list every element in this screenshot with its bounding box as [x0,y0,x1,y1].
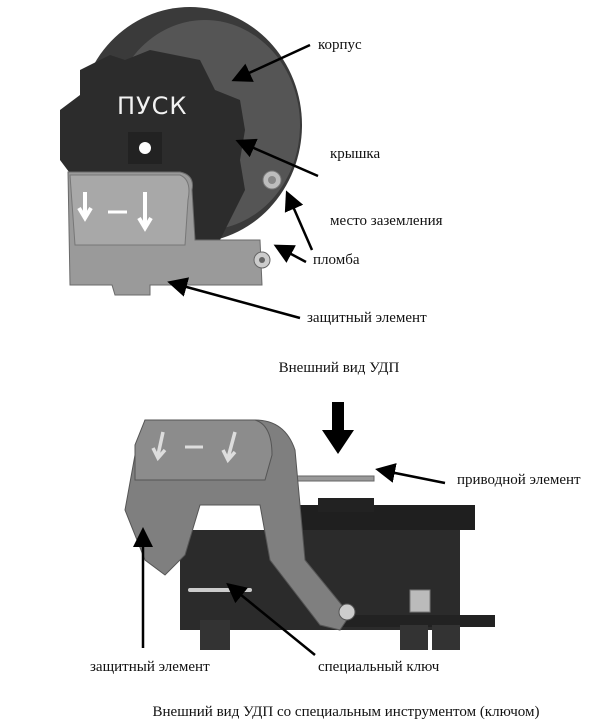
figure1-caption: Внешний вид УДП [279,360,400,376]
grounding-bolt [409,589,431,613]
press-arrow-icon [322,402,354,454]
figure2-callouts: приводной элемент защитный элемент специ… [90,463,581,720]
hinge [338,603,356,621]
figure1-callouts: корпус крышка место заземления пломба за… [167,37,443,376]
arrow-down-icon [221,431,237,464]
arrow-down-icon [77,192,93,222]
label-protective-element: защитный элемент [307,310,427,326]
arrow-down-icon [151,431,167,462]
arrow-down-icon [137,192,153,232]
device-marking: ПУСК [117,92,187,120]
label-special-key: специальный ключ [318,659,440,675]
button-hole [139,142,151,154]
label-drive-element: приводной элемент [457,472,581,488]
figure2-caption: Внешний вид УДП со специальным инструмен… [153,704,540,720]
drive-element [289,475,375,482]
label-grounding: место заземления [330,213,443,229]
label-seal: пломба [313,252,360,268]
label-housing: корпус [318,37,362,53]
label-cover: крышка [330,146,380,162]
device-side-view [124,402,495,650]
label-protective-element: защитный элемент [90,659,210,675]
device-front-view: ПУСК [60,7,302,296]
